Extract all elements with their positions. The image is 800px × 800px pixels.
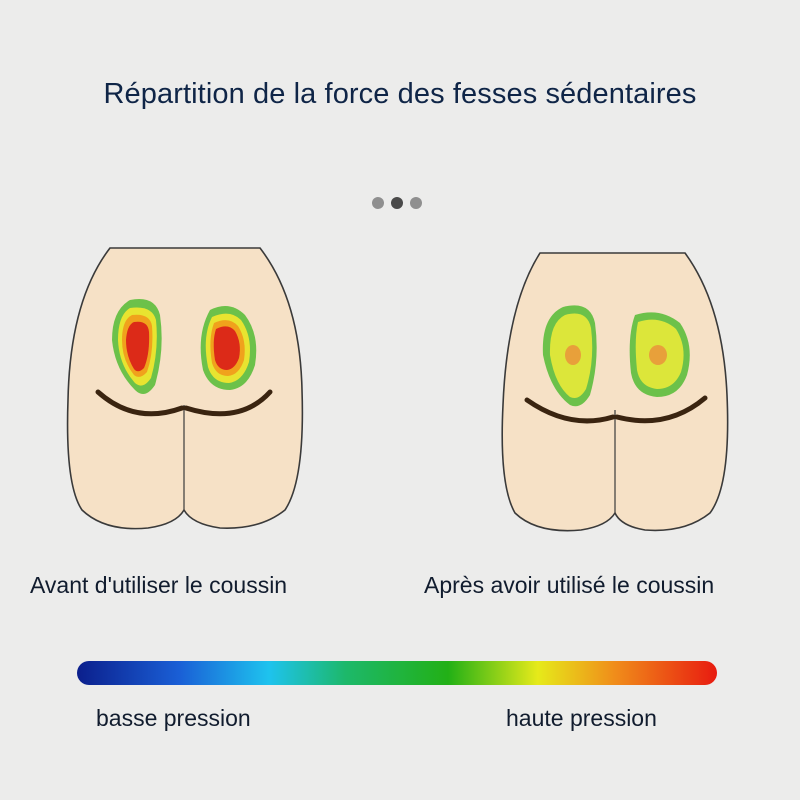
carousel-dot[interactable] bbox=[372, 197, 384, 209]
right-gluteal-crease bbox=[614, 395, 708, 424]
left-gluteal-crease bbox=[524, 397, 616, 424]
carousel-dot-active[interactable] bbox=[391, 197, 403, 209]
right-pressure-zone bbox=[200, 306, 257, 390]
left-gluteal-crease bbox=[95, 389, 185, 417]
buttocks-outline bbox=[66, 247, 304, 530]
pressure-color-scale bbox=[77, 661, 717, 685]
left-pressure-zone bbox=[112, 299, 162, 394]
buttocks-before-illustration bbox=[66, 247, 304, 530]
low-pressure-label: basse pression bbox=[96, 705, 251, 731]
carousel-dot[interactable] bbox=[410, 197, 422, 209]
before-caption: Avant d'utiliser le coussin bbox=[30, 572, 288, 598]
high-pressure-label: haute pression bbox=[506, 705, 657, 731]
right-gluteal-crease bbox=[183, 389, 273, 417]
carousel-indicator[interactable] bbox=[372, 197, 428, 211]
buttocks-after-illustration bbox=[501, 252, 729, 532]
right-pressure-zone bbox=[629, 312, 690, 397]
left-pressure-zone bbox=[542, 305, 597, 407]
after-caption: Après avoir utilisé le coussin bbox=[424, 572, 715, 598]
page-title: Répartition de la force des fesses séden… bbox=[103, 78, 697, 110]
